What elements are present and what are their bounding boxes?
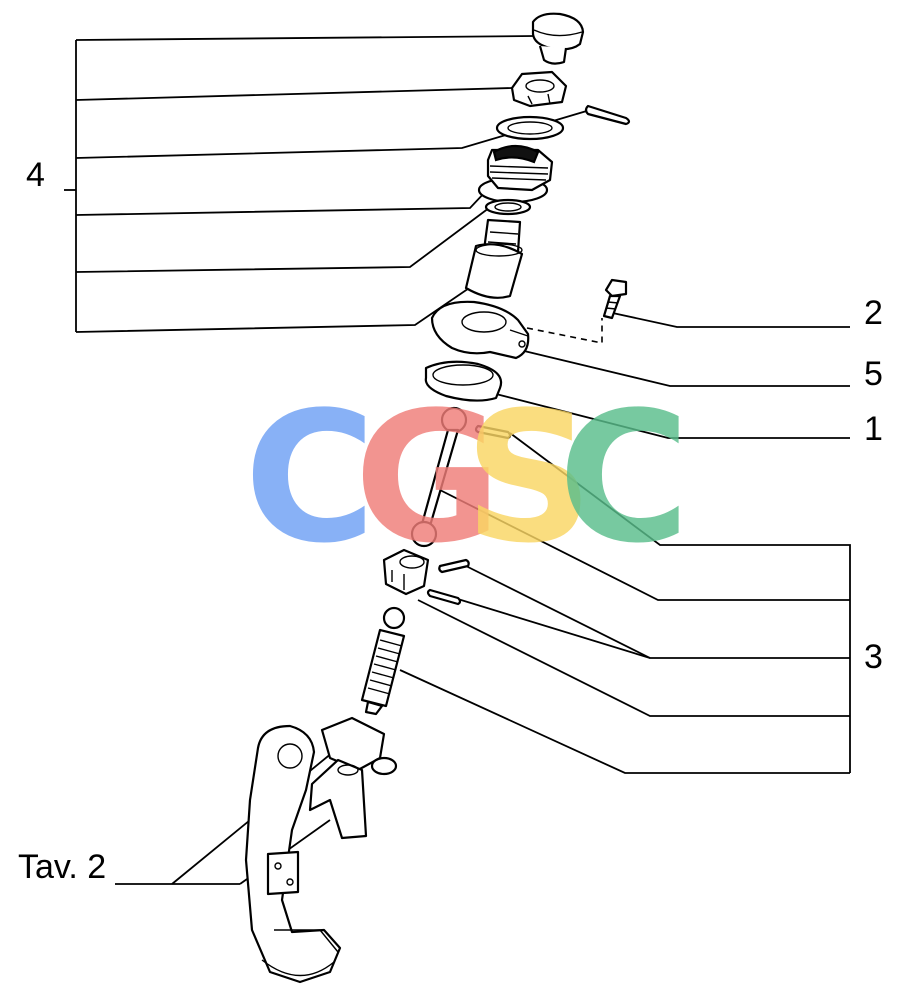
roll-pins-pair bbox=[426, 558, 470, 606]
cylinder-sleeve bbox=[464, 243, 524, 299]
roll-pin-top bbox=[584, 104, 631, 126]
watermark: C G S C bbox=[244, 374, 690, 583]
small-washer bbox=[484, 198, 532, 216]
watermark-letter-c: C bbox=[244, 374, 376, 583]
screw-2 bbox=[602, 278, 628, 320]
push-rod bbox=[410, 406, 468, 548]
callout-1: 1 bbox=[864, 410, 883, 448]
lever-bracket bbox=[430, 300, 530, 360]
threaded-body bbox=[477, 144, 554, 204]
pedal-assembly bbox=[244, 716, 398, 984]
callout-5: 5 bbox=[864, 355, 883, 393]
spring-rod bbox=[360, 606, 406, 716]
bushing-ring bbox=[424, 360, 503, 402]
coupling-block bbox=[382, 548, 430, 596]
callout-3: 3 bbox=[864, 638, 883, 676]
spring-washer bbox=[495, 115, 565, 141]
callout-tav-2: Tav. 2 bbox=[18, 848, 106, 886]
roll-pin-mid bbox=[474, 424, 512, 440]
leader-group-4 bbox=[64, 35, 591, 333]
watermark-letter-g: G bbox=[354, 374, 502, 583]
knob-cap bbox=[531, 12, 585, 65]
hex-nut bbox=[510, 70, 568, 108]
callout-4: 4 bbox=[26, 156, 45, 194]
callout-2: 2 bbox=[864, 294, 883, 332]
watermark-letter-s: S bbox=[464, 374, 594, 583]
leader-right bbox=[399, 311, 851, 774]
watermark-letter-c2: C bbox=[558, 374, 690, 583]
